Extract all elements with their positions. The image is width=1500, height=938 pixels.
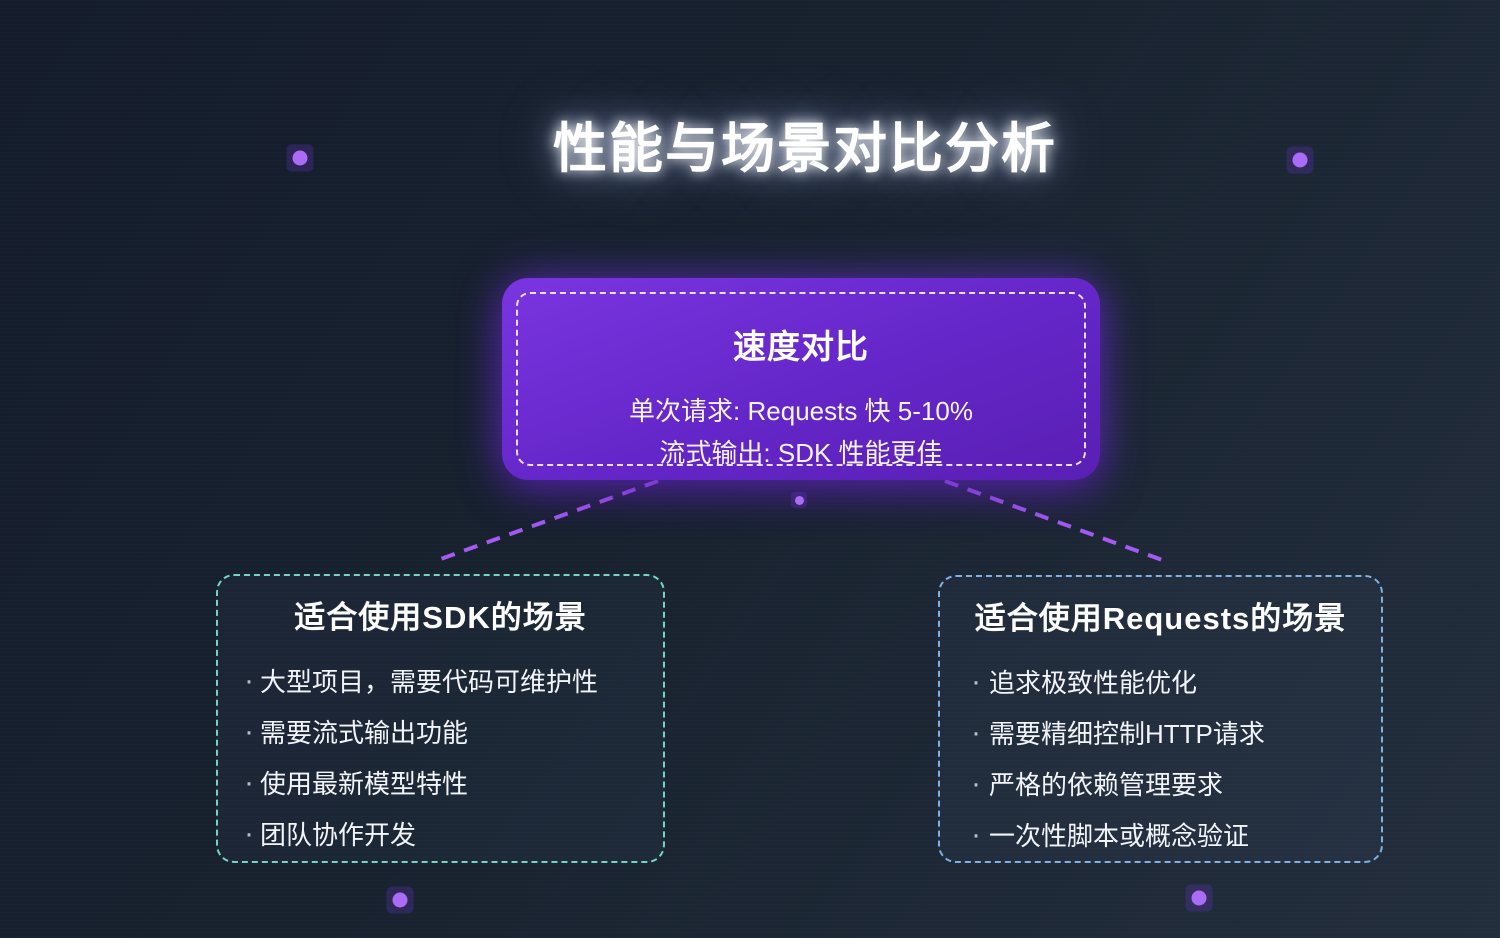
bullet-dot-icon: · [971, 817, 981, 851]
sdk-item-label: 团队协作开发 [260, 820, 417, 850]
requests-scenario-item: · 一次性脚本或概念验证 [965, 809, 1381, 860]
sdk-item-label: 大型项目，需要代码可维护性 [260, 667, 599, 697]
dot-icon [1191, 890, 1207, 906]
decor-dot [1286, 146, 1314, 174]
sdk-scenario-item: · 需要流式输出功能 [240, 706, 663, 757]
requests-item-label: 一次性脚本或概念验证 [989, 821, 1250, 851]
sdk-card-title: 适合使用SDK的场景 [294, 600, 587, 635]
dot-icon [292, 150, 308, 166]
sdk-scenario-item: · 团队协作开发 [240, 808, 663, 859]
requests-scenario-list: · 追求极致性能优化 · 需要精细控制HTTP请求 · 严格的依赖管理要求 · … [940, 656, 1381, 860]
page-title: 性能与场景对比分析 [553, 119, 1057, 179]
sdk-scenario-list: · 大型项目，需要代码可维护性 · 需要流式输出功能 · 使用最新模型特性 · … [218, 655, 663, 859]
requests-card-title: 适合使用Requests的场景 [974, 601, 1347, 636]
requests-item-label: 追求极致性能优化 [989, 668, 1198, 698]
sdk-scenario-item: · 使用最新模型特性 [240, 757, 663, 808]
bullet-dot-icon: · [244, 663, 254, 697]
bullet-dot-icon: · [971, 715, 981, 749]
decor-dot [286, 144, 314, 172]
requests-scenario-item: · 追求极致性能优化 [965, 656, 1381, 707]
connector-right-line [944, 479, 1166, 563]
requests-scenario-item: · 严格的依赖管理要求 [965, 758, 1381, 809]
requests-item-label: 需要精细控制HTTP请求 [989, 719, 1265, 749]
dot-icon [392, 892, 408, 908]
requests-item-label: 严格的依赖管理要求 [989, 770, 1224, 800]
speed-line-streaming: 流式输出: SDK 性能更佳 [659, 438, 943, 468]
sdk-scenario-item: · 大型项目，需要代码可维护性 [240, 655, 663, 706]
sdk-scenarios-card: 适合使用SDK的场景 · 大型项目，需要代码可维护性 · 需要流式输出功能 · … [216, 574, 665, 863]
speed-comparison-card: 速度对比 单次请求: Requests 快 5-10% 流式输出: SDK 性能… [502, 278, 1100, 480]
bullet-dot-icon: · [244, 765, 254, 799]
dot-icon [794, 495, 804, 505]
sdk-item-label: 使用最新模型特性 [260, 769, 469, 799]
speed-line-single-request: 单次请求: Requests 快 5-10% [629, 396, 973, 426]
bullet-dot-icon: · [244, 714, 254, 748]
requests-scenarios-card: 适合使用Requests的场景 · 追求极致性能优化 · 需要精细控制HTTP请… [938, 575, 1383, 863]
bullet-dot-icon: · [971, 766, 981, 800]
bullet-dot-icon: · [244, 816, 254, 850]
bullet-dot-icon: · [971, 664, 981, 698]
connector-left-line [437, 479, 659, 562]
decor-dot [791, 492, 807, 508]
dot-icon [1292, 152, 1308, 168]
requests-scenario-item: · 需要精细控制HTTP请求 [965, 707, 1381, 758]
decor-dot [1185, 884, 1213, 912]
decor-dot [386, 886, 414, 914]
speed-card-title: 速度对比 [733, 328, 869, 365]
sdk-item-label: 需要流式输出功能 [260, 718, 469, 748]
speed-card-dashed-frame: 速度对比 单次请求: Requests 快 5-10% 流式输出: SDK 性能… [516, 292, 1086, 468]
